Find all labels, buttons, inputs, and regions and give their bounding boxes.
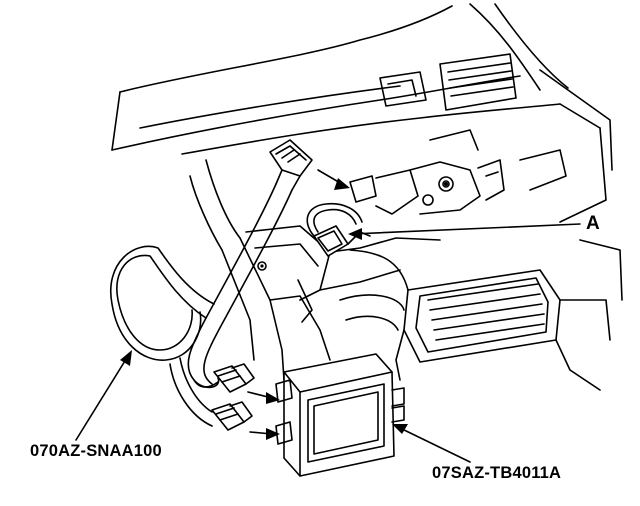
body-panel [111,3,613,223]
harness-plug [269,139,313,191]
pin-connector-lower [211,401,253,431]
connector-a-assembly [306,202,371,257]
arrowhead-connector-a [348,228,362,240]
bolt-2 [260,264,264,268]
frame-strut [189,159,441,381]
pin-connector-upper [213,363,255,393]
module-part-number-label: 07SAZ-TB4011A [432,464,562,482]
harness-part-number-label: 070AZ-SNAA100 [30,442,162,460]
arrowhead-module [392,424,408,434]
arrowhead-plug [334,178,350,190]
arrowhead-harness [120,350,132,366]
callout-a-label: A [586,213,600,234]
mounting-bracket [349,129,567,215]
harness-wires [109,183,293,427]
arrowhead-pin-upper [266,392,280,404]
bolt-1 [444,182,448,186]
arrowhead-pin-lower [266,428,280,440]
vent-grille [379,53,517,111]
lower-housing [339,239,623,391]
control-module [275,353,405,477]
